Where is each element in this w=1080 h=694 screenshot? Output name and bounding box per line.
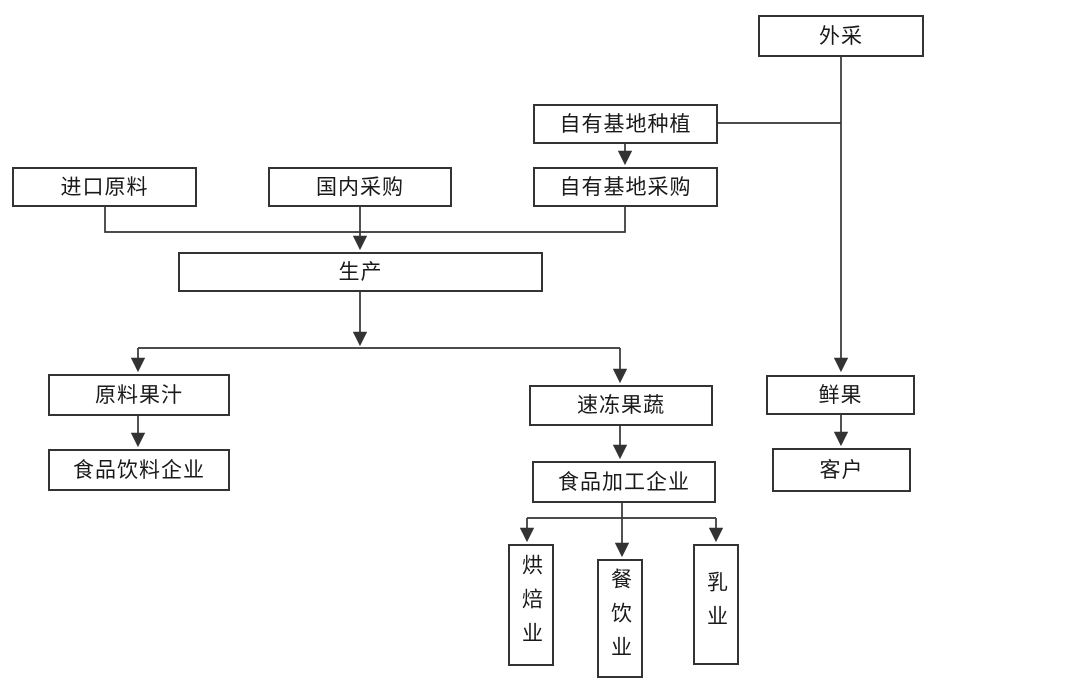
node-domestic-procurement: 国内采购 (268, 167, 452, 207)
node-catering-industry: 餐饮业 (597, 559, 643, 678)
node-food-beverage-enterprise: 食品饮料企业 (48, 449, 230, 491)
node-external-purchase: 外采 (758, 15, 924, 57)
node-dairy-industry: 乳业 (693, 544, 739, 665)
node-fresh-fruit: 鲜果 (766, 375, 915, 415)
node-frozen-fruits-vegetables: 速冻果蔬 (529, 385, 713, 426)
node-raw-juice: 原料果汁 (48, 374, 230, 416)
node-production: 生产 (178, 252, 543, 292)
node-customer: 客户 (772, 448, 911, 492)
node-own-base-planting: 自有基地种植 (533, 104, 718, 144)
node-imported-raw-material: 进口原料 (12, 167, 197, 207)
node-food-processing-enterprise: 食品加工企业 (532, 461, 716, 503)
node-own-base-procurement: 自有基地采购 (533, 167, 718, 207)
node-baking-industry: 烘焙业 (508, 544, 554, 666)
